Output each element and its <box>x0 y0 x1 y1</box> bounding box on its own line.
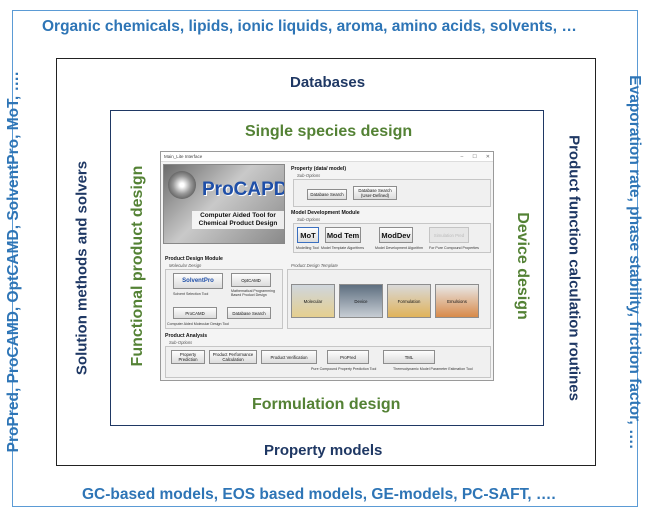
moddev-button[interactable]: ModDev <box>379 227 413 243</box>
product-verification-button[interactable]: Product Verification <box>261 350 317 364</box>
outer-top-label: Organic chemicals, lipids, ionic liquids… <box>42 18 577 35</box>
property-sub: Sub-Options <box>297 173 321 178</box>
simulation-pred-button[interactable]: Simulation Pred <box>429 227 469 243</box>
template-emulsions[interactable]: Emulsions <box>435 284 479 318</box>
product-database-search-button[interactable]: Database Search <box>227 307 271 319</box>
mot-button[interactable]: MoT <box>297 227 319 243</box>
template-molecular-label: Molecular <box>303 298 323 304</box>
tml-caption: Thermodynamic Model Parameter Estimation… <box>393 367 473 371</box>
middle-top-label: Databases <box>290 74 366 91</box>
optcamd-caption: Mathematical Programming Based Product D… <box>231 289 275 297</box>
window-titlebar: Main_Lite Interface – ☐ ✕ <box>161 152 493 162</box>
inner-top-label: Single species design <box>245 123 413 140</box>
property-database-user-button[interactable]: Database Search (User-Defined) <box>353 186 397 200</box>
inner-left-label: Functional product design <box>129 165 146 367</box>
mot-caption: Modelling Tool <box>296 246 319 250</box>
model-dev-title: Model Development Module <box>291 210 360 216</box>
solventpro-caption: Solvent Selection Tool <box>173 292 209 296</box>
middle-right-label: Product function calculation routines <box>565 135 583 401</box>
middle-frame <box>56 58 596 466</box>
disk-graphic <box>168 171 196 199</box>
tml-button[interactable]: TML <box>383 350 435 364</box>
procamd-caption: Computer Aided Molecular Design Tool <box>167 322 230 326</box>
template-title: Product Design Template <box>291 263 338 268</box>
inner-right-label: Device design <box>514 212 531 320</box>
product-analysis-title: Product Analysis <box>165 333 208 339</box>
solventpro-button[interactable]: SolventPro <box>173 273 223 289</box>
logo-subtitle: Computer Aided Tool for Chemical Product… <box>192 211 284 229</box>
property-title: Property (data/ model) <box>291 166 347 172</box>
property-prediction-button[interactable]: Property Prediction <box>171 350 205 364</box>
template-formulation-label: Formulation <box>397 298 421 304</box>
product-design-title: Product Design Module <box>165 256 223 262</box>
outer-left-label: ProPred, ProCAMD, OptCAMD, SolventPro, M… <box>5 71 22 453</box>
minimize-icon[interactable]: – <box>460 153 464 160</box>
optcamd-button[interactable]: OptCAMD <box>231 273 271 287</box>
procamd-button[interactable]: ProCAMD <box>173 307 217 319</box>
procapd-window: Main_Lite Interface – ☐ ✕ ProCAPD Comput… <box>160 151 494 381</box>
propred-caption: Pure Compound Property Prediction Tool <box>311 367 377 371</box>
moddev-caption: Model Development Algorithm <box>375 246 423 250</box>
close-icon[interactable]: ✕ <box>485 153 490 160</box>
inner-frame <box>110 110 544 426</box>
middle-bottom-label: Property models <box>264 442 383 459</box>
modtem-caption: Model Template Algorithms <box>321 246 365 250</box>
maximize-icon[interactable]: ☐ <box>472 153 477 160</box>
model-dev-sub: Sub-Options <box>297 217 321 222</box>
template-molecular[interactable]: Molecular <box>291 284 335 318</box>
template-formulation[interactable]: Formulation <box>387 284 431 318</box>
inner-bottom-label: Formulation design <box>252 396 401 413</box>
product-performance-button[interactable]: Product Performance Calculation <box>209 350 257 364</box>
outer-frame <box>12 10 638 507</box>
window-title: Main_Lite Interface <box>164 154 203 159</box>
middle-left-label: Solution methods and solvers <box>73 160 91 376</box>
molecular-design-sub: Molecular Design <box>169 263 202 268</box>
outer-bottom-label: GC-based models, EOS based models, GE-mo… <box>82 486 556 503</box>
modtem-button[interactable]: Mod Tem <box>325 227 361 243</box>
procapd-logo: ProCAPD Computer Aided Tool for Chemical… <box>163 164 285 244</box>
template-emulsions-label: Emulsions <box>447 298 467 304</box>
template-device[interactable]: Device <box>339 284 383 318</box>
product-analysis-sub: Sub-Options <box>169 340 193 345</box>
property-database-search-button[interactable]: Database Search <box>307 189 347 200</box>
logo-brand: ProCAPD <box>202 179 285 200</box>
template-device-label: Device <box>354 298 368 304</box>
pure-caption: For Pure Compound Properties <box>429 246 479 250</box>
propred-button[interactable]: ProPred <box>327 350 369 364</box>
outer-right-label: Evaporation rate, phase stability, frict… <box>626 75 643 449</box>
